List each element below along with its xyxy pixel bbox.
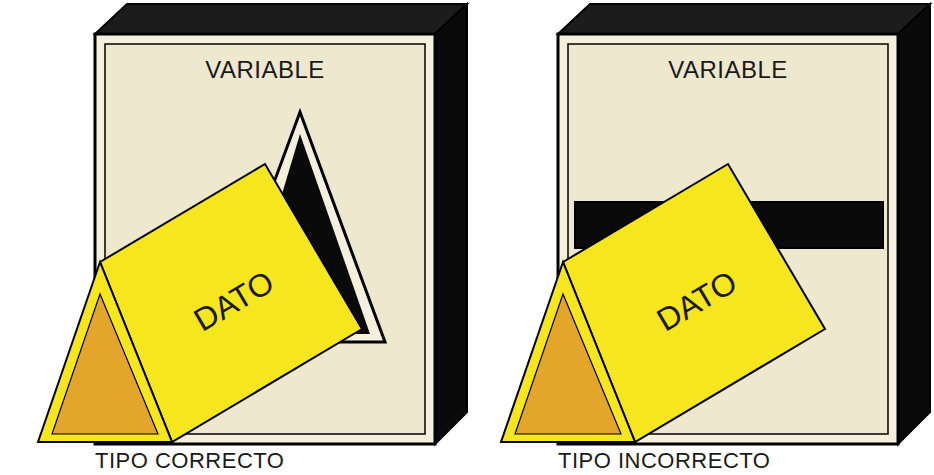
right-unit — [501, 4, 930, 444]
type-caption: TIPO INCORRECTO — [558, 449, 770, 473]
prism-end — [501, 262, 635, 442]
variable-title: VARIABLE — [95, 56, 435, 84]
prism-end — [38, 262, 172, 442]
variable-box: VARIABLE — [95, 34, 435, 444]
left-unit — [38, 4, 467, 444]
box-side — [898, 4, 930, 444]
data-label: DATO — [645, 260, 748, 341]
prism-face — [52, 294, 158, 434]
box-side — [435, 4, 467, 444]
data-card: DATO — [181, 258, 287, 345]
data-card: DATO — [644, 258, 750, 345]
data-label: DATO — [182, 260, 285, 341]
prism-face — [515, 294, 621, 434]
box-top — [558, 4, 930, 34]
variable-box: VARIABLE — [558, 34, 898, 444]
variable-title: VARIABLE — [558, 56, 898, 84]
box-top — [95, 4, 467, 34]
type-caption: TIPO CORRECTO — [95, 449, 284, 473]
